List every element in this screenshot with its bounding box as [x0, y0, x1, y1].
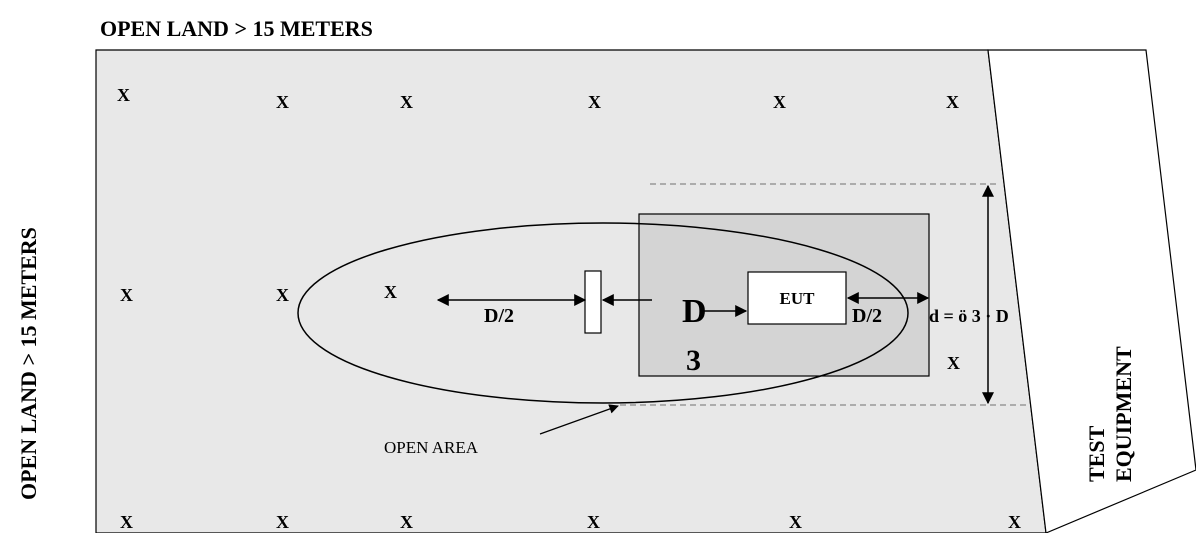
marker-x: X — [120, 285, 133, 305]
marker-x: X — [276, 92, 289, 112]
marker-x: X — [384, 282, 397, 302]
antenna — [584, 270, 602, 334]
eut-box — [747, 271, 847, 325]
marker-x: X — [588, 92, 601, 112]
distance-formula: d = ö 3 · D — [929, 306, 1009, 326]
marker-x: X — [1008, 512, 1021, 532]
ground-area — [95, 49, 1047, 533]
marker-x: X — [947, 353, 960, 373]
side-title: OPEN LAND > 15 METERS — [16, 227, 41, 500]
marker-x: X — [789, 512, 802, 532]
d-three-label: 3 — [686, 344, 701, 377]
open-area-pointer — [539, 404, 619, 435]
marker-x: X — [773, 92, 786, 112]
marker-x: X — [276, 512, 289, 532]
marker-x: X — [276, 285, 289, 305]
marker-x: X — [587, 512, 600, 532]
test-equipment-label-1: TEST — [1084, 425, 1109, 482]
open-area-ellipse — [297, 222, 909, 404]
marker-x: X — [120, 512, 133, 532]
test-equipment-label-2: EQUIPMENT — [1111, 346, 1136, 482]
marker-x: X — [400, 512, 413, 532]
marker-x: X — [400, 92, 413, 112]
d-big-label: D — [682, 293, 707, 330]
marker-x: X — [946, 92, 959, 112]
d-half-left-label: D/2 — [484, 305, 514, 327]
test-equipment-box — [987, 49, 1196, 533]
open-area-label: OPEN AREA — [384, 438, 479, 457]
marker-x: X — [117, 85, 130, 105]
eut-label: EUT — [780, 289, 816, 308]
d-half-right-label: D/2 — [852, 305, 882, 327]
top-title: OPEN LAND > 15 METERS — [100, 16, 373, 41]
